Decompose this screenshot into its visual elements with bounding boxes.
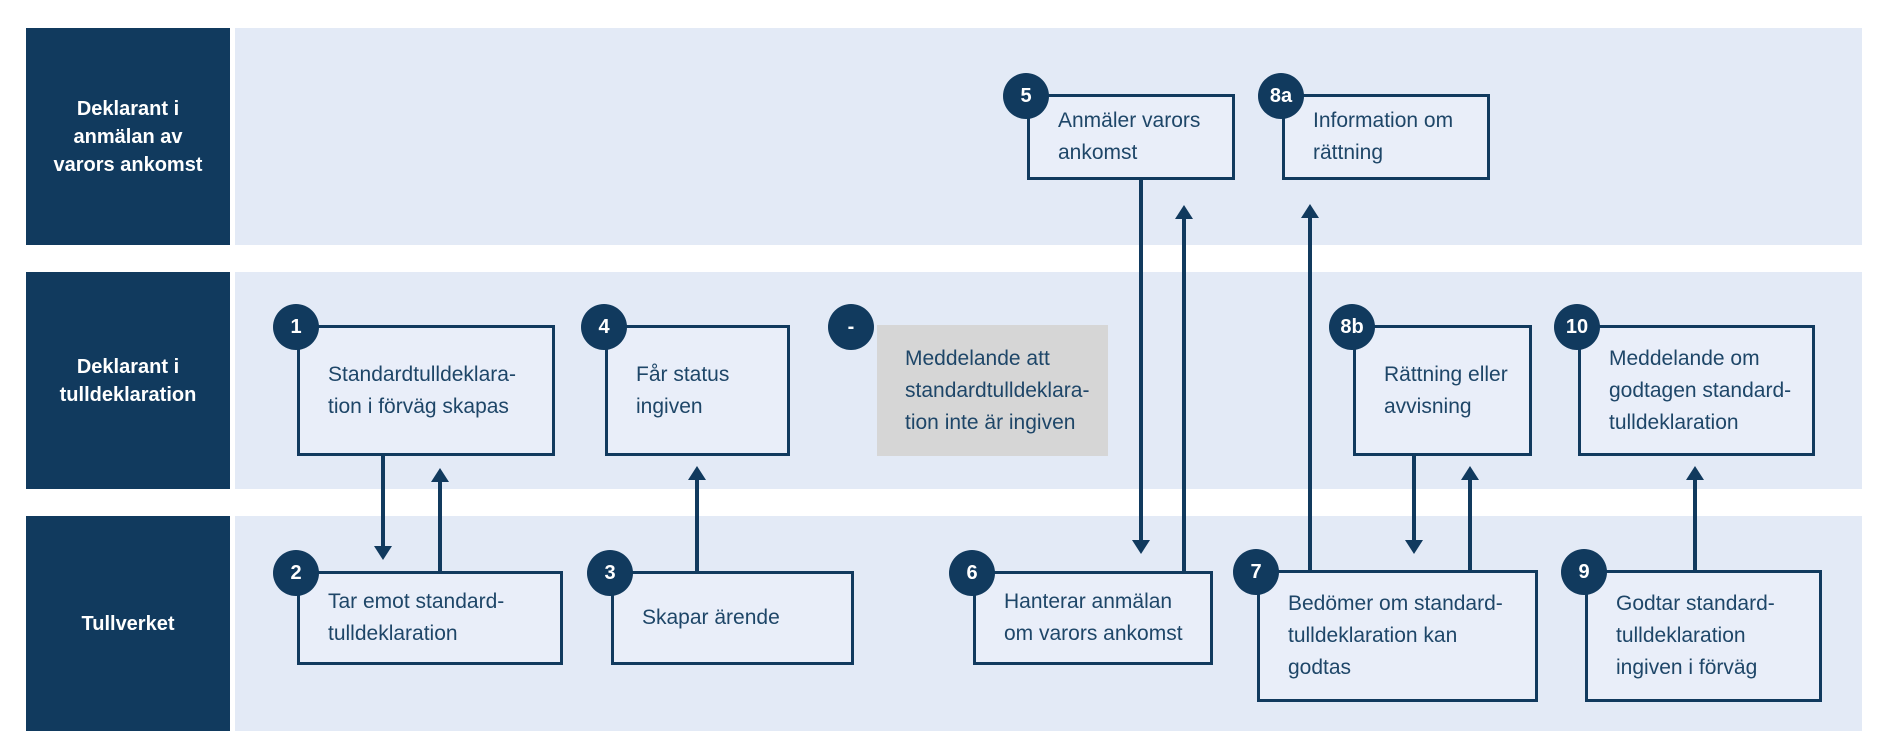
step4-text: Får status ingiven bbox=[636, 362, 730, 418]
step6-badge: 6 bbox=[949, 550, 995, 596]
step10-badge: 10 bbox=[1554, 304, 1600, 350]
step9-badge: 9 bbox=[1561, 549, 1607, 595]
step4-box: Får status ingiven bbox=[605, 325, 790, 456]
step7-text: Bedömer om standard- tulldeklaration kan… bbox=[1288, 592, 1503, 679]
step8a-text: Information om rättning bbox=[1313, 109, 1454, 164]
arrow-step8b-down-to-step7 bbox=[1405, 456, 1423, 554]
step4-badge: 4 bbox=[581, 304, 627, 350]
step8a-box: Information om rättning bbox=[1282, 94, 1490, 180]
arrow-step6-up-to-lane1 bbox=[1175, 205, 1193, 572]
arrow-step5-down-to-step6 bbox=[1132, 180, 1150, 554]
step5-badge: 5 bbox=[1003, 73, 1049, 119]
step8b-text: Rättning eller avvisning bbox=[1384, 362, 1508, 418]
step9-text: Godtar standard- tulldeklaration ingiven… bbox=[1616, 592, 1775, 679]
step5-box: Anmäler varors ankomst bbox=[1027, 94, 1235, 180]
lane-header-tullverket: Tullverket bbox=[26, 516, 230, 731]
lane-header-deklarant-anmalan: Deklarant i anmälan av varors ankomst bbox=[26, 28, 230, 245]
no-declaration-note-box: Meddelande att standardtulldeklara- tion… bbox=[877, 325, 1108, 456]
no-declaration-note-text: Meddelande att standardtulldeklara- tion… bbox=[905, 346, 1090, 434]
arrow-step1-down-to-step2 bbox=[374, 456, 392, 560]
step2-badge: 2 bbox=[273, 550, 319, 596]
no-declaration-note-badge: - bbox=[828, 304, 874, 350]
step2-text: Tar emot standard- tulldeklaration bbox=[328, 590, 505, 645]
step1-box: Standardtulldeklara- tion i förväg skapa… bbox=[297, 325, 555, 456]
step9-box: Godtar standard- tulldeklaration ingiven… bbox=[1585, 570, 1822, 702]
step7-badge: 7 bbox=[1233, 549, 1279, 595]
arrow-step7-up-to-step8b bbox=[1461, 466, 1479, 570]
step1-text: Standardtulldeklara- tion i förväg skapa… bbox=[328, 362, 516, 418]
step8b-box: Rättning eller avvisning bbox=[1353, 325, 1532, 456]
arrow-step9-up-to-step10 bbox=[1686, 466, 1704, 570]
step6-text: Hanterar anmälan om varors ankomst bbox=[1004, 590, 1183, 645]
step3-box: Skapar ärende bbox=[611, 571, 854, 665]
step2-box: Tar emot standard- tulldeklaration bbox=[297, 571, 563, 665]
arrow-step3-up-to-step4 bbox=[688, 466, 706, 571]
step10-box: Meddelande om godtagen standard- tulldek… bbox=[1578, 325, 1815, 456]
arrow-step2-up-to-step1 bbox=[431, 468, 449, 571]
step1-badge: 1 bbox=[273, 304, 319, 350]
step6-box: Hanterar anmälan om varors ankomst bbox=[973, 571, 1213, 665]
step8a-badge: 8a bbox=[1258, 73, 1304, 119]
step8b-badge: 8b bbox=[1329, 304, 1375, 350]
step5-text: Anmäler varors ankomst bbox=[1058, 109, 1201, 164]
arrow-step7-up-to-step8a bbox=[1301, 204, 1319, 570]
step7-box: Bedömer om standard- tulldeklaration kan… bbox=[1257, 570, 1538, 702]
step3-badge: 3 bbox=[587, 550, 633, 596]
step10-text: Meddelande om godtagen standard- tulldek… bbox=[1609, 346, 1792, 434]
step3-text: Skapar ärende bbox=[642, 606, 780, 629]
lane-header-deklarant-tulldeklaration: Deklarant i tulldeklaration bbox=[26, 272, 230, 489]
